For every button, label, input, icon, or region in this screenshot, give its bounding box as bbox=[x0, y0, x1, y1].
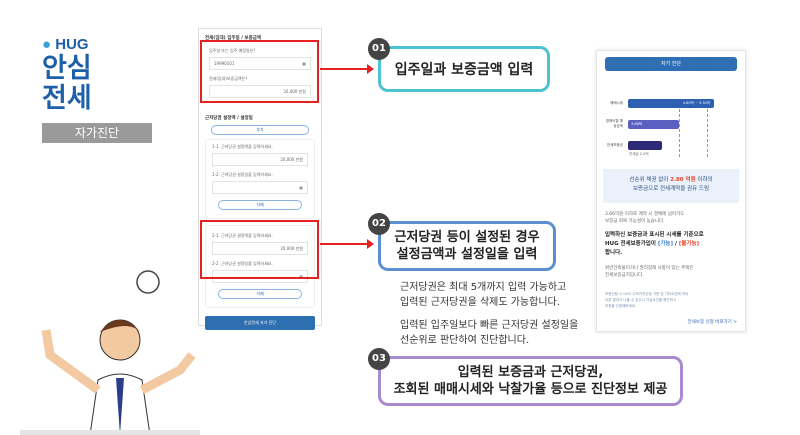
callout-01: 입주일과 보증금액 입력 bbox=[378, 46, 550, 92]
mortgage1-date-input[interactable]: ▦ bbox=[212, 181, 308, 194]
phone-form-mockup: 전세(임대) 입주일 / 보증금액 입주일 또는 입주 예정일은? 199901… bbox=[198, 28, 322, 330]
bar-auction-estimate: 3.66억 bbox=[628, 120, 679, 129]
guide-line bbox=[679, 109, 680, 157]
add-button[interactable]: 추가 bbox=[211, 125, 309, 135]
calendar-icon[interactable]: ▦ bbox=[299, 274, 303, 279]
result-panel: 자가 진단 매매시세 4.80억 ~ 5.30억 경매낙찰 예상금액 3.66억… bbox=[596, 50, 746, 332]
result-header: 자가 진단 bbox=[605, 57, 737, 71]
deposit-note: 전세금 2.0억 bbox=[629, 152, 649, 156]
logo-swoosh-icon: ● bbox=[42, 36, 52, 53]
move-in-label: 입주일 또는 입주 예정일은? bbox=[209, 48, 256, 53]
apply-guarantee-link[interactable]: 전세보증 신청 바로가기 > bbox=[687, 320, 737, 325]
mortgage-item-2: 2-1. 근저당권 설정액을 입력하세요. 20,000 만원 2-2. 근저당… bbox=[205, 225, 315, 308]
calendar-icon[interactable]: ▦ bbox=[302, 61, 306, 66]
mortgage1-amount-input[interactable]: 20,000 만원 bbox=[212, 153, 308, 166]
mortgage2-date-input[interactable]: ▦ bbox=[212, 270, 308, 283]
highlight-box-1 bbox=[200, 40, 319, 103]
hug-logo: ● HUG bbox=[42, 36, 89, 53]
submit-button[interactable]: 안심전세 자가 진단 bbox=[205, 316, 315, 330]
arrow-2 bbox=[320, 239, 374, 249]
callout-03: 입력된 보증금과 근저당권,조회된 매매시세와 낙찰가율 등으로 진단정보 제공 bbox=[378, 356, 683, 406]
step-number-03: 03 bbox=[368, 348, 390, 370]
mortgage2-amount-input[interactable]: 20,000 만원 bbox=[212, 242, 308, 255]
deposit-input[interactable]: 20,000 만원 bbox=[209, 85, 311, 98]
delete-button[interactable]: 삭제 bbox=[218, 200, 302, 210]
delete-button[interactable]: 삭제 bbox=[218, 289, 302, 299]
arrow-1 bbox=[320, 64, 374, 74]
move-in-input[interactable]: 19990101▦ bbox=[209, 57, 311, 70]
section2-title: 근저당권 설정액 / 설정일 bbox=[205, 116, 253, 121]
step-number-01: 01 bbox=[368, 38, 390, 60]
presenter-illustration bbox=[20, 270, 200, 435]
section-label: 자가진단 bbox=[42, 123, 152, 143]
section1-title: 전세(임대) 입주일 / 보증금액 bbox=[205, 36, 261, 41]
guide-line bbox=[707, 109, 708, 157]
highlight-box-2 bbox=[200, 220, 319, 279]
lightbulb-icon bbox=[136, 270, 160, 294]
calendar-icon[interactable]: ▦ bbox=[299, 185, 303, 190]
bar-deposit bbox=[628, 141, 662, 150]
recommendation-box: 선순위 채권 없이 2.80 억원 이하의 보증금으로 전세계약을 권유 드림 bbox=[603, 169, 739, 203]
bar-market-price: 4.80억 ~ 5.30억 bbox=[628, 99, 714, 108]
deposit-label: 전세(임대)보증금액은? bbox=[209, 76, 248, 81]
step-number-02: 02 bbox=[368, 213, 390, 235]
eligibility-text: 입력하신 보증금과 표시된 시세를 기준으로 HUG 전세보증가입이 [가능] … bbox=[605, 232, 704, 256]
mortgage-item-1: 1-1. 근저당권 설정액을 입력하세요. 20,000 만원 1-2. 근저당… bbox=[205, 139, 315, 219]
